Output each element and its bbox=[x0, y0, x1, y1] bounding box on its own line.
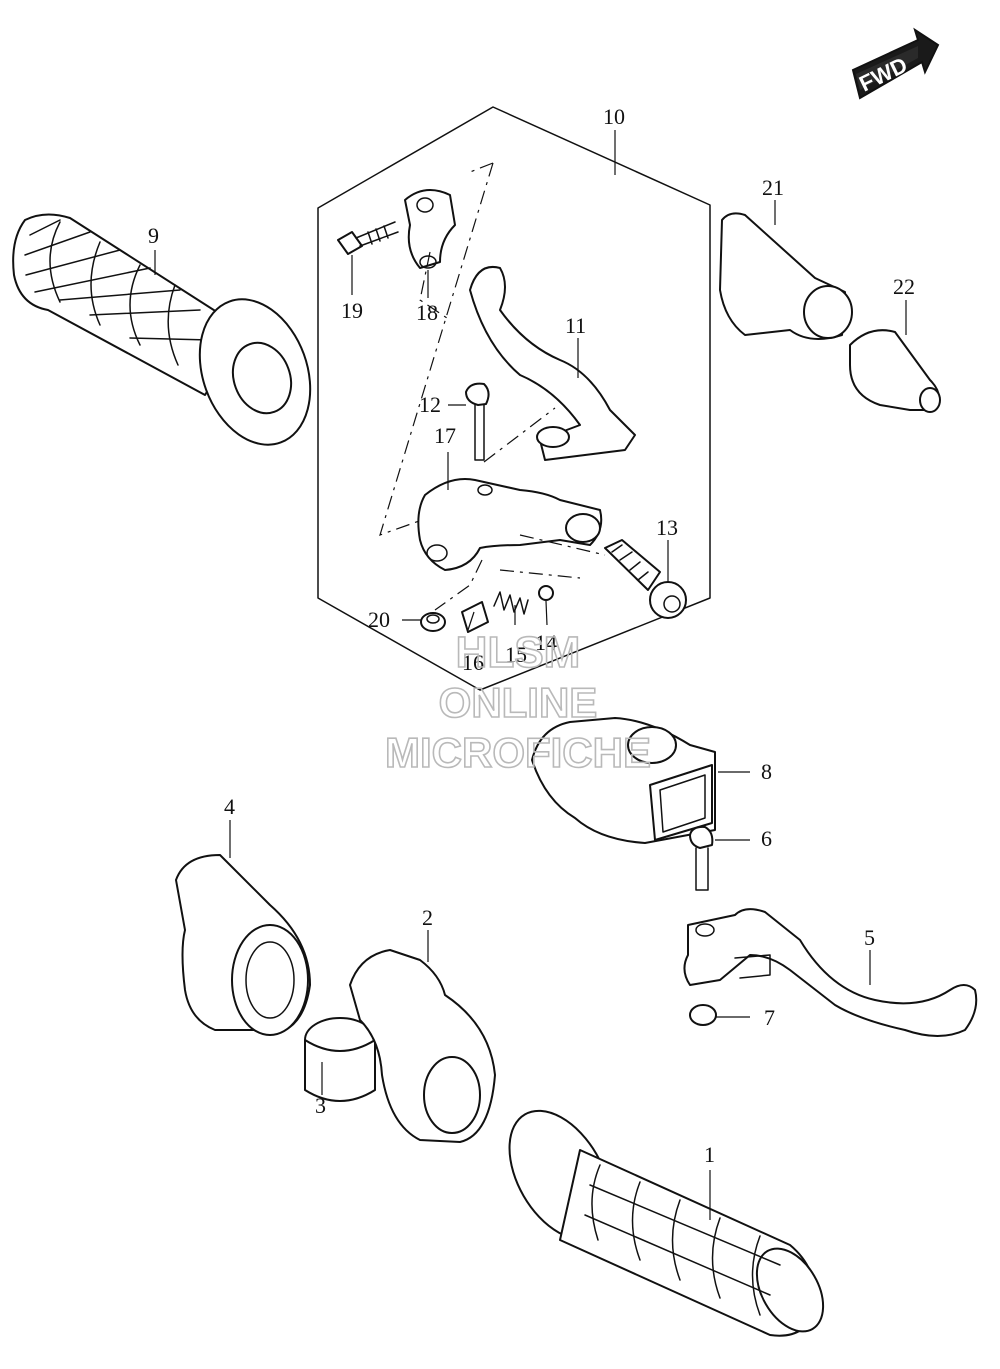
part-number-10: 10 bbox=[603, 104, 625, 129]
part-number-6: 6 bbox=[761, 826, 772, 851]
spring-part bbox=[493, 591, 529, 615]
lever-assembly-boundary bbox=[317, 106, 711, 691]
alignment-line bbox=[469, 162, 494, 173]
part-number-19: 19 bbox=[341, 298, 363, 323]
clamp-part bbox=[404, 189, 456, 269]
forward-arrow-icon: FWD bbox=[851, 27, 940, 100]
part-number-16: 16 bbox=[462, 650, 484, 675]
throttle-housing-part bbox=[349, 949, 496, 1143]
bolt-part bbox=[337, 221, 399, 255]
watermark-line-3: MICROFICHE bbox=[385, 729, 651, 776]
part-number-17: 17 bbox=[434, 423, 456, 448]
part-number-labels: 1 2 3 4 5 6 7 8 9 10 11 12 13 14 15 16 1… bbox=[148, 104, 915, 1167]
part-number-9: 9 bbox=[148, 223, 159, 248]
part-number-12: 12 bbox=[419, 392, 441, 417]
part-number-15: 15 bbox=[505, 642, 527, 667]
left-grip-part bbox=[12, 213, 312, 446]
throttle-housing-cover-part bbox=[175, 854, 311, 1036]
part-number-2: 2 bbox=[422, 905, 433, 930]
lever-pivot-bolt-part bbox=[689, 825, 714, 891]
part-number-13: 13 bbox=[656, 515, 678, 540]
part-number-7: 7 bbox=[764, 1005, 775, 1030]
lever-bracket-part bbox=[417, 478, 603, 571]
watermark: HLSM ONLINE MICROFICHE bbox=[384, 627, 652, 777]
nut-part bbox=[420, 612, 446, 632]
alignment-line bbox=[419, 251, 451, 321]
leader-lines bbox=[154, 130, 907, 1220]
alignment-line bbox=[434, 559, 483, 611]
adjuster-part bbox=[604, 539, 687, 619]
part-number-5: 5 bbox=[864, 925, 875, 950]
throttle-cover-part bbox=[719, 212, 853, 340]
part-number-8: 8 bbox=[761, 759, 772, 784]
part-number-18: 18 bbox=[416, 300, 438, 325]
part-number-4: 4 bbox=[224, 794, 235, 819]
throttle-tube-part bbox=[849, 329, 941, 413]
lever-nut-part bbox=[689, 1004, 717, 1026]
ball-part bbox=[538, 585, 554, 601]
part-number-20: 20 bbox=[368, 607, 390, 632]
alignment-line bbox=[379, 162, 494, 536]
watermark-line-1: HLSM bbox=[456, 628, 581, 677]
pivot-bolt-part bbox=[465, 382, 490, 461]
part-number-21: 21 bbox=[762, 175, 784, 200]
alignment-line bbox=[499, 569, 581, 579]
part-number-11: 11 bbox=[565, 313, 586, 338]
right-grip-part bbox=[508, 1109, 825, 1337]
part-number-1: 1 bbox=[704, 1142, 715, 1167]
watermark-line-2: ONLINE bbox=[439, 679, 598, 726]
part-number-22: 22 bbox=[893, 274, 915, 299]
lever-part bbox=[469, 266, 636, 461]
switch-housing-part bbox=[531, 717, 716, 844]
part-number-14: 14 bbox=[535, 630, 557, 655]
clutch-lever-part bbox=[683, 908, 978, 1037]
pin-part bbox=[461, 601, 489, 633]
collar-part bbox=[304, 1017, 376, 1102]
part-number-3: 3 bbox=[315, 1093, 326, 1118]
